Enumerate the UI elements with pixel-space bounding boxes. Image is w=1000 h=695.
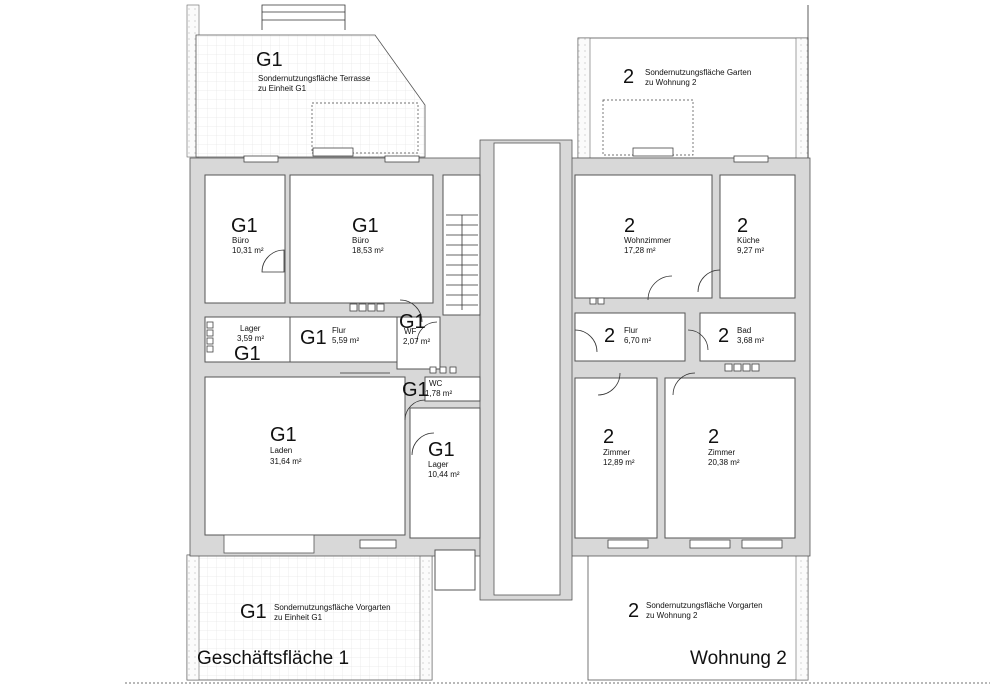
- building-walls: [189, 139, 811, 601]
- terrace-unit: G1: [256, 49, 283, 71]
- room-unit: G1: [234, 343, 261, 365]
- room-name: Büro: [352, 236, 369, 245]
- room-unit: G1: [399, 311, 426, 333]
- room-area: 10,31 m²: [232, 246, 264, 255]
- room-unit: 2: [708, 426, 719, 448]
- room-name: Flur: [332, 326, 346, 335]
- room-area: 6,70 m²: [624, 336, 651, 345]
- room-unit: G1: [300, 327, 327, 349]
- room-unit: 2: [604, 325, 615, 347]
- room-w2-kueche: 2 Küche 9,27 m²: [737, 215, 764, 255]
- title-right: Wohnung 2: [690, 648, 787, 669]
- room-unit: 2: [624, 215, 635, 237]
- room-area: 2,07 m²: [403, 337, 430, 346]
- room-unit: G1: [428, 439, 455, 461]
- room-unit: 2: [737, 215, 748, 237]
- room-name: Lager: [240, 324, 261, 333]
- terrace-text-2: zu Einheit G1: [258, 84, 307, 93]
- room-name: Lager: [428, 460, 449, 469]
- room-name: Zimmer: [708, 448, 735, 457]
- room-area: 9,27 m²: [737, 246, 764, 255]
- room-name: Laden: [270, 446, 292, 455]
- front-g1-text-2: zu Einheit G1: [274, 613, 323, 622]
- room-g1-lager-large: G1 Lager 10,44 m²: [428, 439, 460, 479]
- room-name: WC: [429, 379, 443, 388]
- room-name: Flur: [624, 326, 638, 335]
- garden-text-2: zu Wohnung 2: [645, 78, 697, 87]
- front-g1-unit: G1: [240, 601, 267, 623]
- room-name: Büro: [232, 236, 249, 245]
- room-g1-wf: G1 WF 2,07 m²: [399, 311, 430, 346]
- room-area: 18,53 m²: [352, 246, 384, 255]
- room-area: 12,89 m²: [603, 458, 635, 467]
- terrace-text-1: Sondernutzungsfläche Terrasse: [258, 74, 371, 83]
- room-w2-zimmer-large: 2 Zimmer 20,38 m²: [708, 426, 740, 467]
- front-w2-text-2: zu Wohnung 2: [646, 611, 698, 620]
- title-left: Geschäftsfläche 1: [197, 648, 349, 669]
- room-area: 5,59 m²: [332, 336, 359, 345]
- room-unit: 2: [603, 426, 614, 448]
- room-unit: G1: [352, 215, 379, 237]
- room-name: WF: [404, 327, 417, 336]
- room-area: 3,68 m²: [737, 336, 764, 345]
- room-g1-buero-small: G1 Büro 10,31 m²: [231, 215, 264, 255]
- room-area: 3,59 m²: [237, 334, 264, 343]
- room-w2-bad: 2 Bad 3,68 m²: [718, 325, 764, 347]
- room-area: 17,28 m²: [624, 246, 656, 255]
- room-unit: G1: [402, 379, 429, 401]
- room-name: Küche: [737, 236, 760, 245]
- room-area: 31,64 m²: [270, 457, 302, 466]
- room-w2-flur: 2 Flur 6,70 m²: [604, 325, 651, 347]
- terrace-area-g1: [186, 4, 426, 158]
- room-area: 1,78 m²: [425, 389, 452, 398]
- room-name: Zimmer: [603, 448, 630, 457]
- front-w2-unit: 2: [628, 600, 639, 622]
- front-w2-label: 2 Sondernutzungsfläche Vorgarten zu Wohn…: [628, 600, 763, 622]
- room-w2-zimmer-small: 2 Zimmer 12,89 m²: [603, 426, 635, 467]
- room-name: Bad: [737, 326, 751, 335]
- terrace-label: G1 Sondernutzungsfläche Terrasse zu Einh…: [256, 49, 371, 93]
- room-unit: G1: [231, 215, 258, 237]
- front-w2-text-1: Sondernutzungsfläche Vorgarten: [646, 601, 763, 610]
- front-g1-text-1: Sondernutzungsfläche Vorgarten: [274, 603, 391, 612]
- room-name: Wohnzimmer: [624, 236, 671, 245]
- room-g1-wc: G1 WC 1,78 m²: [402, 379, 452, 401]
- room-unit: 2: [718, 325, 729, 347]
- room-g1-lager-small: Lager 3,59 m² G1: [234, 324, 264, 365]
- room-area: 10,44 m²: [428, 470, 460, 479]
- room-g1-buero-large: G1 Büro 18,53 m²: [352, 215, 384, 255]
- room-area: 20,38 m²: [708, 458, 740, 467]
- garden-unit: 2: [623, 66, 634, 88]
- garden-label: 2 Sondernutzungsfläche Garten zu Wohnung…: [623, 66, 751, 88]
- garden-text-1: Sondernutzungsfläche Garten: [645, 68, 751, 77]
- garden-area-w2: [577, 5, 809, 159]
- front-garden-w2: [587, 554, 809, 681]
- front-garden-g1: [186, 554, 433, 681]
- room-g1-laden: G1 Laden 31,64 m²: [270, 424, 302, 466]
- front-g1-label: G1 Sondernutzungsfläche Vorgarten zu Ein…: [240, 601, 391, 623]
- room-g1-flur: G1 Flur 5,59 m²: [300, 326, 359, 349]
- room-unit: G1: [270, 424, 297, 446]
- room-w2-wohnzimmer: 2 Wohnzimmer 17,28 m²: [624, 215, 671, 255]
